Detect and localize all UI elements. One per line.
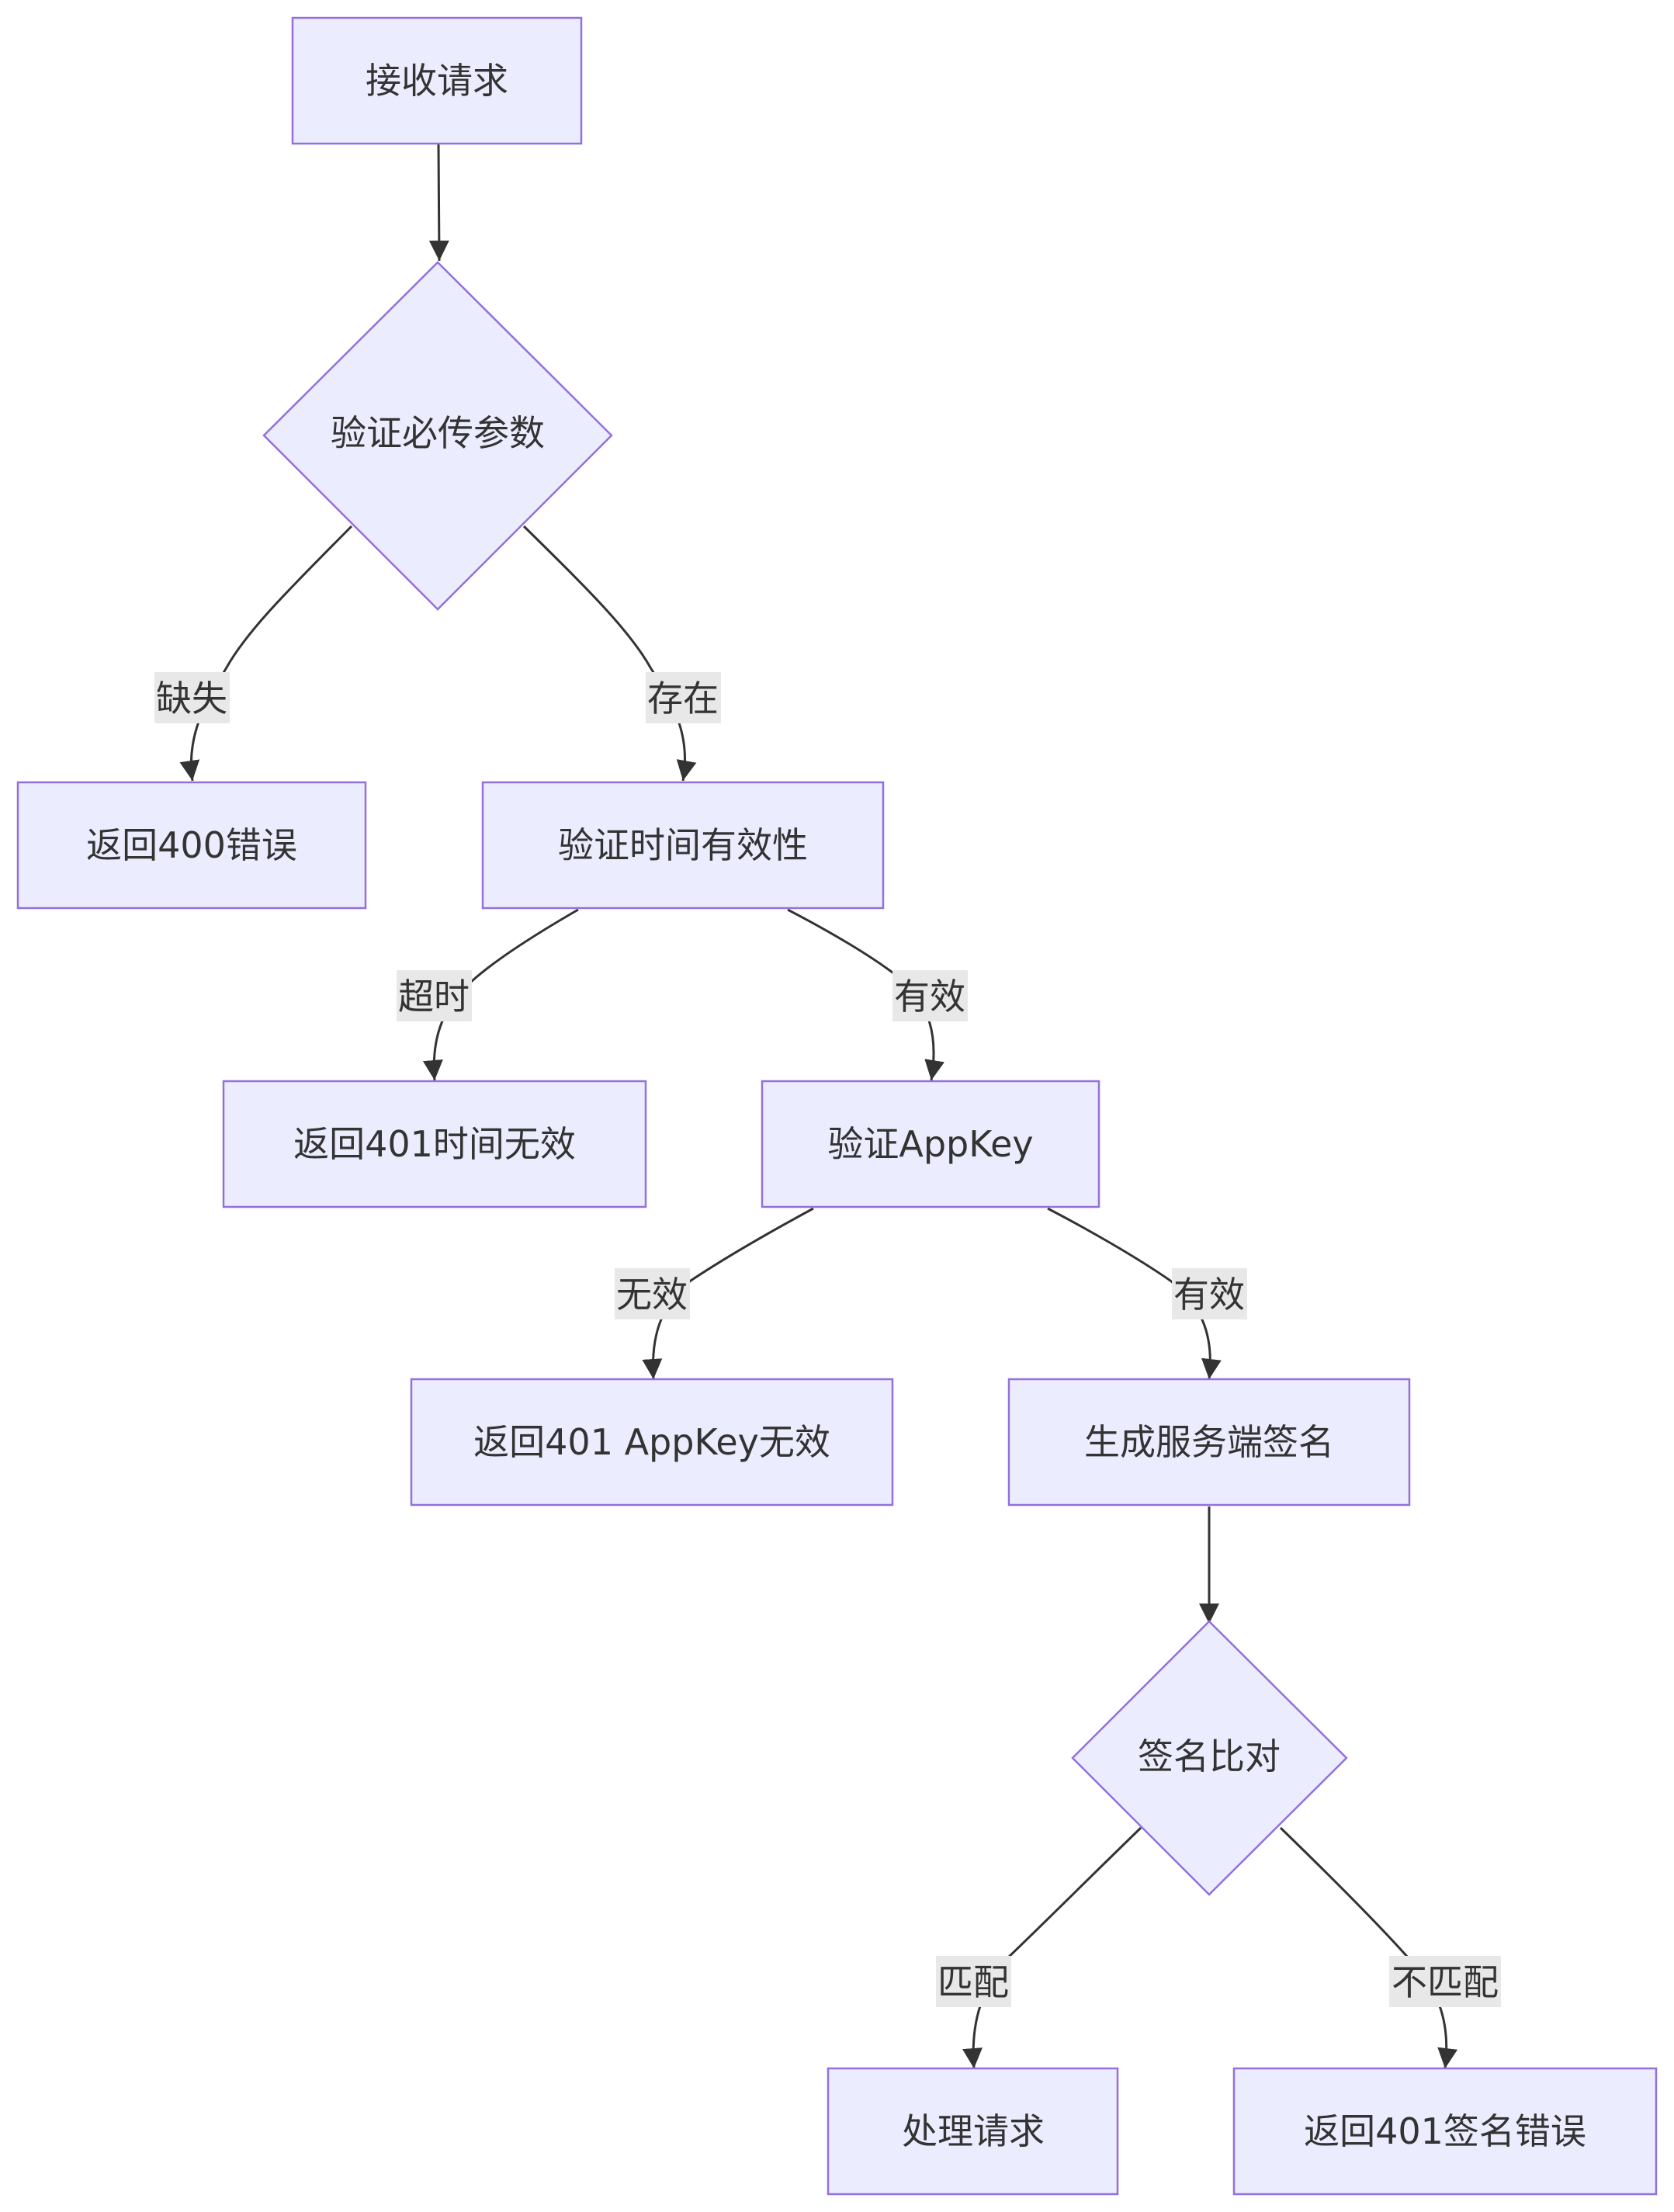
node-return-401-signature-label: 返回401签名错误 xyxy=(1304,2110,1586,2152)
node-return-401-time: 返回401时间无效 xyxy=(222,1080,647,1208)
edge-label-missing-text: 缺失 xyxy=(156,678,227,719)
node-check-appkey-label: 验证AppKey xyxy=(827,1123,1033,1165)
node-compare-signature: 签名比对 xyxy=(1071,1620,1348,1896)
node-check-appkey: 验证AppKey xyxy=(761,1080,1100,1208)
node-return-400-label: 返回400错误 xyxy=(86,824,297,866)
node-receive-request: 接收请求 xyxy=(291,16,583,145)
edge-label-invalid-appkey-text: 无效 xyxy=(616,1274,688,1316)
edge-check-params-to-err400 xyxy=(179,525,353,782)
edge-label-valid-time-text: 有效 xyxy=(894,976,965,1018)
edge-compare-sig-to-err401-sig xyxy=(1279,1826,1458,2069)
node-process-request: 处理请求 xyxy=(827,2067,1119,2196)
node-generate-signature-label: 生成服务端签名 xyxy=(1084,1421,1334,1463)
edge-label-exists-text: 存在 xyxy=(647,678,719,719)
node-compare-signature-label: 签名比对 xyxy=(1138,1735,1281,1777)
node-return-401-appkey-label: 返回401 AppKey无效 xyxy=(473,1421,830,1463)
node-generate-signature: 生成服务端签名 xyxy=(1007,1378,1411,1506)
edge-compare-sig-to-process xyxy=(962,1826,1142,2069)
edge-check-appkey-to-err401-appkey xyxy=(642,1207,814,1380)
node-check-params: 验证必传参数 xyxy=(262,261,613,611)
edge-label-valid-appkey-text: 有效 xyxy=(1173,1274,1245,1316)
edge-check-appkey-to-gen-signature xyxy=(1047,1207,1222,1380)
node-receive-request-label: 接收请求 xyxy=(366,60,508,102)
node-check-time: 验证时间有效性 xyxy=(481,781,885,910)
edge-label-valid-time: 有效 xyxy=(892,970,968,1021)
edge-label-match-text: 匹配 xyxy=(938,1961,1009,2003)
node-return-401-signature: 返回401签名错误 xyxy=(1232,2067,1658,2196)
node-return-401-appkey: 返回401 AppKey无效 xyxy=(410,1378,894,1506)
edge-receive-to-check-params xyxy=(428,144,449,262)
node-check-params-label: 验证必传参数 xyxy=(331,412,545,454)
edge-labels: 缺失 存在 超时 有效 无效 有效 匹配 不匹配 xyxy=(154,672,1501,2007)
node-return-401-time-label: 返回401时间无效 xyxy=(293,1123,576,1165)
node-check-time-label: 验证时间有效性 xyxy=(558,824,808,866)
node-process-request-label: 处理请求 xyxy=(902,2110,1045,2152)
edge-label-timeout-text: 超时 xyxy=(398,976,470,1018)
edge-check-params-to-check-time xyxy=(522,525,697,782)
edge-label-invalid-appkey: 无效 xyxy=(615,1268,690,1319)
nodes: 接收请求 验证必传参数 返回400错误 验证时间有效性 返回401时间无效 验证… xyxy=(16,16,1658,2196)
node-return-400: 返回400错误 xyxy=(16,781,367,910)
edge-label-mismatch-text: 不匹配 xyxy=(1392,1961,1499,2003)
edge-label-valid-appkey: 有效 xyxy=(1172,1268,1247,1319)
edge-label-exists: 存在 xyxy=(646,672,721,723)
edge-label-missing: 缺失 xyxy=(154,672,230,723)
edge-label-timeout: 超时 xyxy=(397,970,472,1021)
edge-label-mismatch: 不匹配 xyxy=(1389,1956,1501,2007)
edge-label-match: 匹配 xyxy=(936,1956,1011,2007)
